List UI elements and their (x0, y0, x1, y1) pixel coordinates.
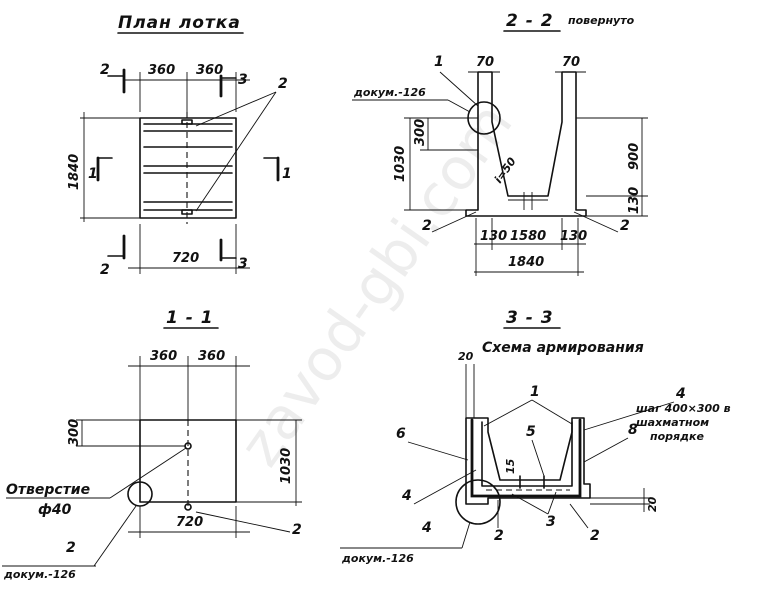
s11-callout-leader (93, 505, 137, 567)
s33-doc-ref: докум.-126 (341, 552, 414, 565)
s33-callout-8: 8 (628, 422, 638, 438)
plan-outline (139, 117, 237, 219)
s33-note-line-2: шахматном (636, 416, 709, 429)
s33-dim-mid: 15 (504, 458, 517, 474)
plan-dim-bottom: 720 (172, 251, 199, 266)
plan-mark-3-top-label: 3 (238, 72, 248, 88)
section-2-2: 2 - 2 повернуто 70 70 1 докум.-126 300 1… (352, 11, 648, 276)
s22-callout-2-right: 2 (620, 218, 630, 234)
s33-callout-leader (407, 441, 469, 461)
section-2-2-subtitle: повернуто (568, 14, 635, 27)
s33-note-line-3: порядке (650, 430, 704, 443)
s33-callout-leader (531, 399, 573, 425)
plan-view: План лотка 360 360 2 3 1840 (67, 13, 292, 278)
s11-hole-label: Отверстие (6, 482, 90, 498)
s33-dim-top: 20 (458, 350, 474, 363)
s33-callout-leader (483, 399, 533, 427)
section-1-1-title: 1 - 1 (166, 308, 214, 328)
s22-callout-leader (431, 211, 477, 233)
s33-callout-leader (413, 469, 477, 505)
s11-dim-top-right: 360 (198, 349, 225, 364)
plan-callout-2: 2 (278, 76, 288, 92)
s22-tray-outline (465, 71, 587, 217)
s33-callout-leader (583, 437, 629, 463)
plan-callout-leader (195, 91, 277, 212)
s22-doc-ref-leader (447, 99, 471, 113)
s33-dim-right: 20 (646, 496, 659, 512)
plan-mark-2-bottom-label: 2 (100, 262, 110, 278)
s22-callout-leader (439, 71, 479, 107)
s22-dim-base-mid: 1580 (510, 229, 546, 244)
s33-inner-rebar (481, 421, 573, 487)
s33-detail-circle (455, 479, 501, 525)
s11-doc-ref: докум.-126 (3, 568, 76, 581)
s33-callout-4-left: 4 (401, 488, 412, 504)
plan-callout-leader (195, 91, 277, 127)
s11-dim-bottom: 720 (176, 515, 203, 530)
s33-note-line-1: шаг 400×300 в (636, 402, 731, 415)
s33-doc-ref-leader (461, 521, 471, 549)
s33-callout-2-a: 2 (494, 528, 504, 544)
s22-dim-left-wall: 70 (476, 55, 494, 70)
plan-insert (181, 119, 193, 125)
plan-mark-2-top-label: 2 (100, 62, 110, 78)
s22-callout-1: 1 (434, 54, 444, 70)
section-1-1: 1 - 1 360 360 300 1030 Отверстие ф40 (2, 308, 302, 581)
section-3-3-subtitle: Схема армирования (482, 340, 644, 356)
s22-dim-right-wall: 70 (562, 55, 580, 70)
s22-dim-bottom-right: 130 (627, 187, 642, 214)
plan-dim-top-left: 360 (148, 63, 175, 78)
section-3-3-title: 3 - 3 (506, 308, 554, 328)
plan-dim-top-right: 360 (196, 63, 223, 78)
s22-dim-base-left: 130 (480, 229, 507, 244)
s22-callout-leader (573, 211, 619, 233)
s11-callout-2-right: 2 (292, 522, 302, 538)
s11-dim-top-left: 360 (150, 349, 177, 364)
s11-hole-size: ф40 (38, 502, 72, 518)
s11-callout-2-left: 2 (66, 540, 76, 556)
s11-insert (184, 503, 192, 511)
section-3-3: 3 - 3 Схема армирования 20 15 20 1 4 5 (340, 308, 731, 565)
s22-dim-top-offset: 300 (413, 119, 428, 146)
s33-callout-leader (547, 491, 557, 515)
s33-callout-3: 3 (546, 514, 556, 530)
s11-callout-leader (195, 511, 291, 533)
s22-doc-ref: докум.-126 (353, 86, 426, 99)
plan-mark-3-bottom-label: 3 (238, 256, 248, 272)
s22-dim-height-left: 1030 (393, 146, 408, 182)
s33-tray-outline (465, 417, 591, 505)
s33-callout-4-bottom: 4 (421, 520, 432, 536)
plan-dim-left: 1840 (67, 154, 82, 190)
s11-dim-right: 1030 (279, 448, 294, 484)
section-2-2-title: 2 - 2 (506, 11, 554, 31)
s33-callout-2-b: 2 (590, 528, 600, 544)
s22-dim-height-right: 900 (627, 143, 642, 170)
s33-callout-1: 1 (530, 384, 540, 400)
s33-callout-leader (531, 439, 545, 477)
s33-callout-5: 5 (526, 424, 536, 440)
s22-dim-base-right: 130 (560, 229, 587, 244)
s33-outer-rebar (470, 418, 582, 498)
s33-callout-6: 6 (396, 426, 406, 442)
s11-hole-leader (109, 447, 187, 499)
s33-callout-leader (583, 401, 675, 431)
plan-insert (181, 209, 193, 215)
s11-dim-left: 300 (67, 419, 82, 446)
s22-dim-overall: 1840 (508, 255, 544, 270)
plan-mark-1-left-label: 1 (88, 166, 98, 182)
plan-title: План лотка (118, 13, 241, 33)
s22-callout-2-left: 2 (422, 218, 432, 234)
s33-callout-4-top: 4 (675, 386, 686, 402)
s33-callout-leader (569, 503, 589, 529)
plan-mark-1-right-label: 1 (282, 166, 292, 182)
s33-callout-leader (511, 493, 549, 515)
